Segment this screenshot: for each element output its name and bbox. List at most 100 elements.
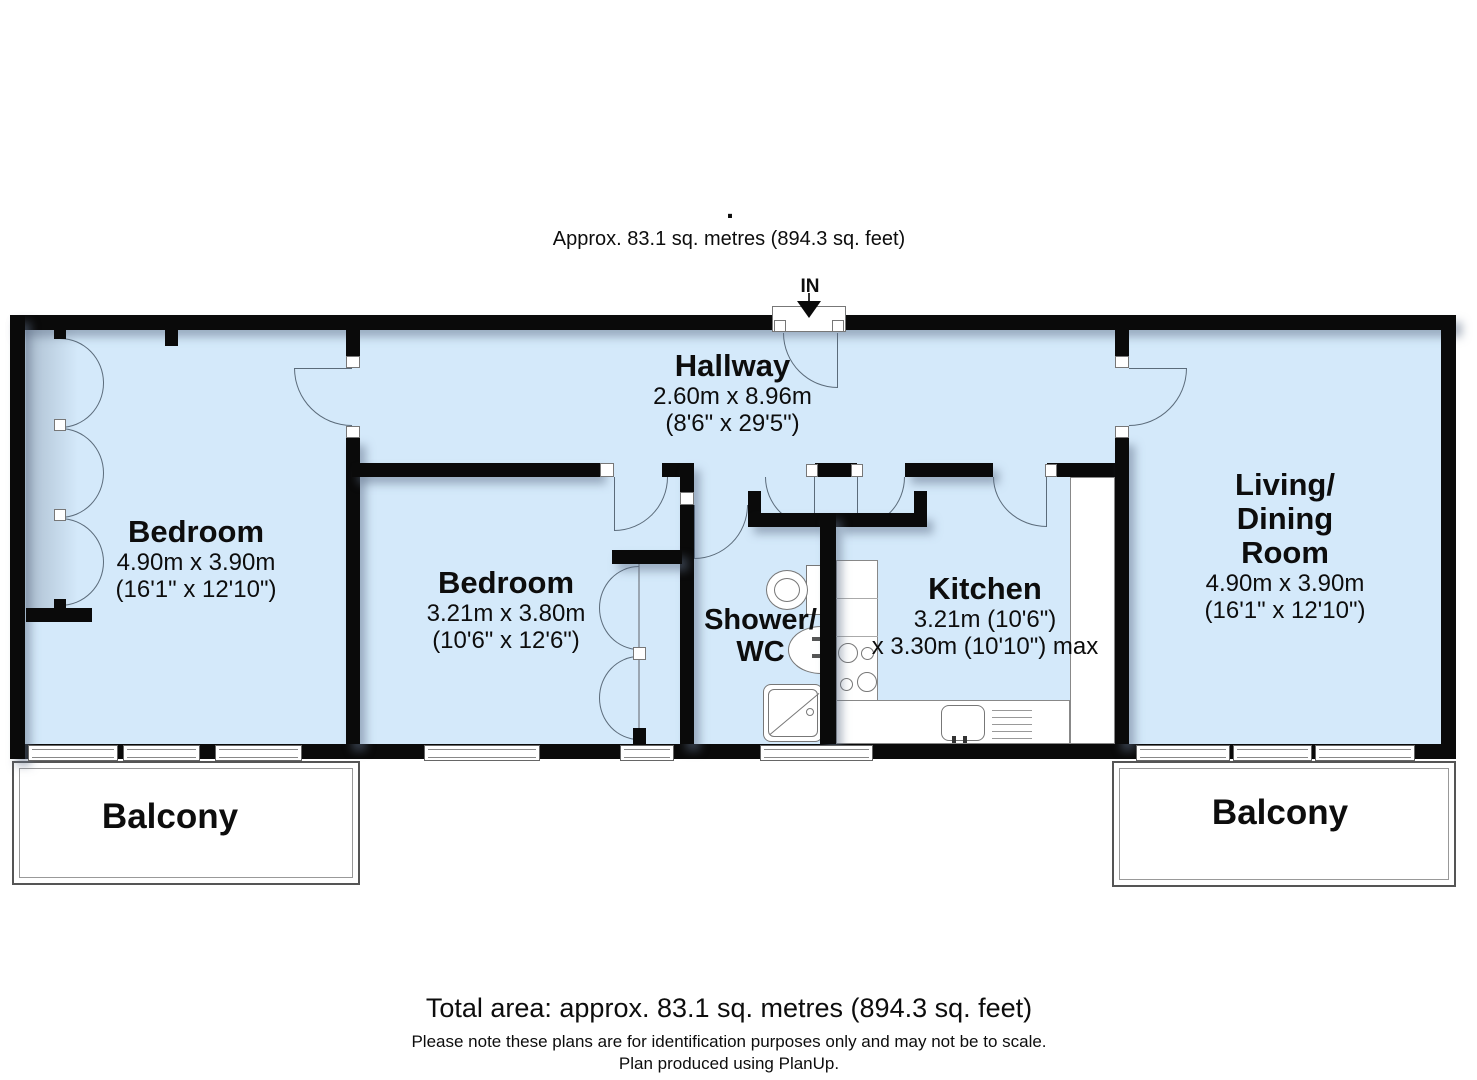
wall-kitchen-top	[905, 463, 993, 477]
bedroom1-window-2	[123, 745, 200, 761]
living-dining-label: Living/ Dining Room 4.90m x 3.90m (16'1"…	[1150, 467, 1420, 625]
window-pane	[1237, 749, 1308, 758]
bedroom2-dims-metric: 3.21m x 3.80m	[426, 600, 586, 627]
living-dims-metric: 4.90m x 3.90m	[1205, 570, 1365, 597]
wardrobe1-top-stub	[165, 330, 178, 346]
hallway-name: Hallway	[674, 348, 791, 383]
bedroom1-label: Bedroom 4.90m x 3.90m (16'1" x 12'10")	[46, 514, 346, 604]
wardrobe2-top-wall	[612, 550, 682, 564]
kitchen-dims-line2: x 3.30m (10'10") max	[871, 633, 1099, 660]
entrance-arrow-stem	[808, 293, 810, 302]
wardrobe1-bottom-wall	[26, 608, 92, 622]
toilet-bowl-inner	[774, 578, 800, 602]
wall-bedroom1-right	[346, 438, 360, 744]
kitchen-window	[760, 745, 873, 761]
balcony-left-label: Balcony	[101, 797, 239, 836]
shower-wc-name-line2: WC	[736, 636, 785, 668]
kitchen-counter-line-2	[836, 636, 878, 637]
stove-burner-4	[857, 672, 877, 692]
kitchen-counter-line-1	[836, 598, 878, 599]
living-door-hinge-top	[1115, 356, 1129, 368]
living-dims-imperial: (16'1" x 12'10")	[1204, 597, 1366, 624]
living-name-line3: Room	[1241, 535, 1329, 570]
disclaimer-note: Please note these plans are for identifi…	[411, 1032, 1047, 1051]
sink-tap-2	[812, 654, 821, 658]
bedroom1-door-hinge-top	[346, 356, 360, 368]
wall-outer-top	[10, 315, 1456, 330]
produced-by-note: Plan produced using PlanUp.	[618, 1054, 840, 1073]
shower-wc-label: Shower/ WC	[688, 604, 833, 668]
drainer-line-5	[992, 738, 1032, 739]
hallway-dims-metric: 2.60m x 8.96m	[653, 383, 812, 410]
window-pane	[32, 749, 114, 758]
shower-tray-inner	[768, 689, 818, 737]
hallway-wall-seg-2	[1047, 463, 1115, 477]
approx-area-note: Approx. 83.1 sq. metres (894.3 sq. feet)	[552, 228, 906, 250]
kitchen-label: Kitchen 3.21m (10'6") x 3.30m (10'10") m…	[820, 571, 1150, 661]
wall-outer-right	[1441, 315, 1456, 759]
header-dot: .	[726, 193, 734, 224]
living-window-1	[1136, 745, 1230, 761]
wardrobe1-front-stub-bottom	[54, 599, 66, 609]
kitchen-name: Kitchen	[928, 571, 1042, 606]
bedroom2-label: Bedroom 3.21m x 3.80m (10'6" x 12'6")	[356, 565, 656, 655]
kitchen-door-hinge	[1045, 464, 1057, 477]
window-pane	[624, 749, 670, 758]
bedroom2-dims-imperial: (10'6" x 12'6")	[432, 627, 580, 654]
bedroom2-window	[424, 745, 540, 761]
entrance-in-label: IN	[800, 276, 820, 297]
window-pane	[764, 749, 869, 758]
wall-outer-bottom	[10, 744, 1456, 759]
kitchen-sink-tap-1	[952, 736, 956, 743]
hallway-dims-imperial: (8'6" x 29'5")	[665, 410, 800, 437]
entrance-hinge-right	[832, 320, 844, 332]
balcony-right	[1112, 761, 1456, 887]
living-name-line1: Living/	[1235, 467, 1335, 502]
bedroom1-window-3	[215, 745, 302, 761]
hall-window	[620, 745, 674, 761]
wardrobe1-hinge-1	[54, 419, 66, 431]
window-pane	[127, 749, 196, 758]
bedroom1-dims-metric: 4.90m x 3.90m	[116, 549, 276, 576]
kitchen-sink-tap-2	[963, 736, 967, 743]
kitchen-dims-line1: 3.21m (10'6")	[913, 606, 1057, 633]
bedroom1-dims-imperial: (16'1" x 12'10")	[115, 576, 277, 603]
drainer-line-3	[992, 724, 1032, 725]
wall-bedroom2-right	[680, 463, 694, 744]
drainer-line-4	[992, 731, 1032, 732]
cupboard2-door-hinge	[851, 464, 863, 477]
living-window-2	[1233, 745, 1312, 761]
wall-living-left	[1115, 438, 1129, 744]
balcony-right-inner-rail	[1119, 768, 1449, 880]
cupboard1-bottom-wall	[748, 513, 822, 527]
living-name-line2: Dining	[1236, 501, 1334, 536]
bedroom1-door-hinge-bottom	[346, 426, 360, 438]
stove-burner-1	[838, 643, 858, 663]
window-pane	[428, 749, 536, 758]
shower-wc-name-line1: Shower/	[704, 604, 817, 636]
hallway-wall-seg-1	[815, 463, 857, 477]
wardrobe2-hinge	[633, 647, 646, 660]
bedroom2-name: Bedroom	[437, 565, 575, 600]
bedroom2-door-hinge	[600, 463, 614, 477]
sink-tap-1	[812, 637, 821, 641]
balcony-left-inner-rail	[19, 768, 353, 878]
shower-door-hinge	[680, 492, 694, 505]
shower-drain	[806, 708, 814, 716]
entrance-hinge-left	[774, 320, 786, 332]
wardrobe1-front-stub-top	[54, 330, 66, 339]
living-window-3	[1315, 745, 1415, 761]
balcony-left	[12, 761, 360, 885]
wall-shower-kitchen	[820, 513, 836, 744]
cupboard2-bottom-wall	[836, 513, 927, 527]
drainer-line-1	[992, 710, 1032, 711]
stove-burner-2	[861, 647, 874, 660]
hallway-label: Hallway 2.60m x 8.96m (8'6" x 29'5")	[565, 348, 900, 438]
wall-outer-left	[10, 315, 25, 759]
bedroom1-name: Bedroom	[127, 514, 265, 549]
cupboard2-right-stub	[914, 491, 927, 527]
cupboard1-door-hinge	[806, 464, 818, 477]
drainer-line-2	[992, 717, 1032, 718]
wall-bedroom1-top-seg	[346, 330, 360, 356]
wall-bedroom2-top	[352, 463, 600, 477]
